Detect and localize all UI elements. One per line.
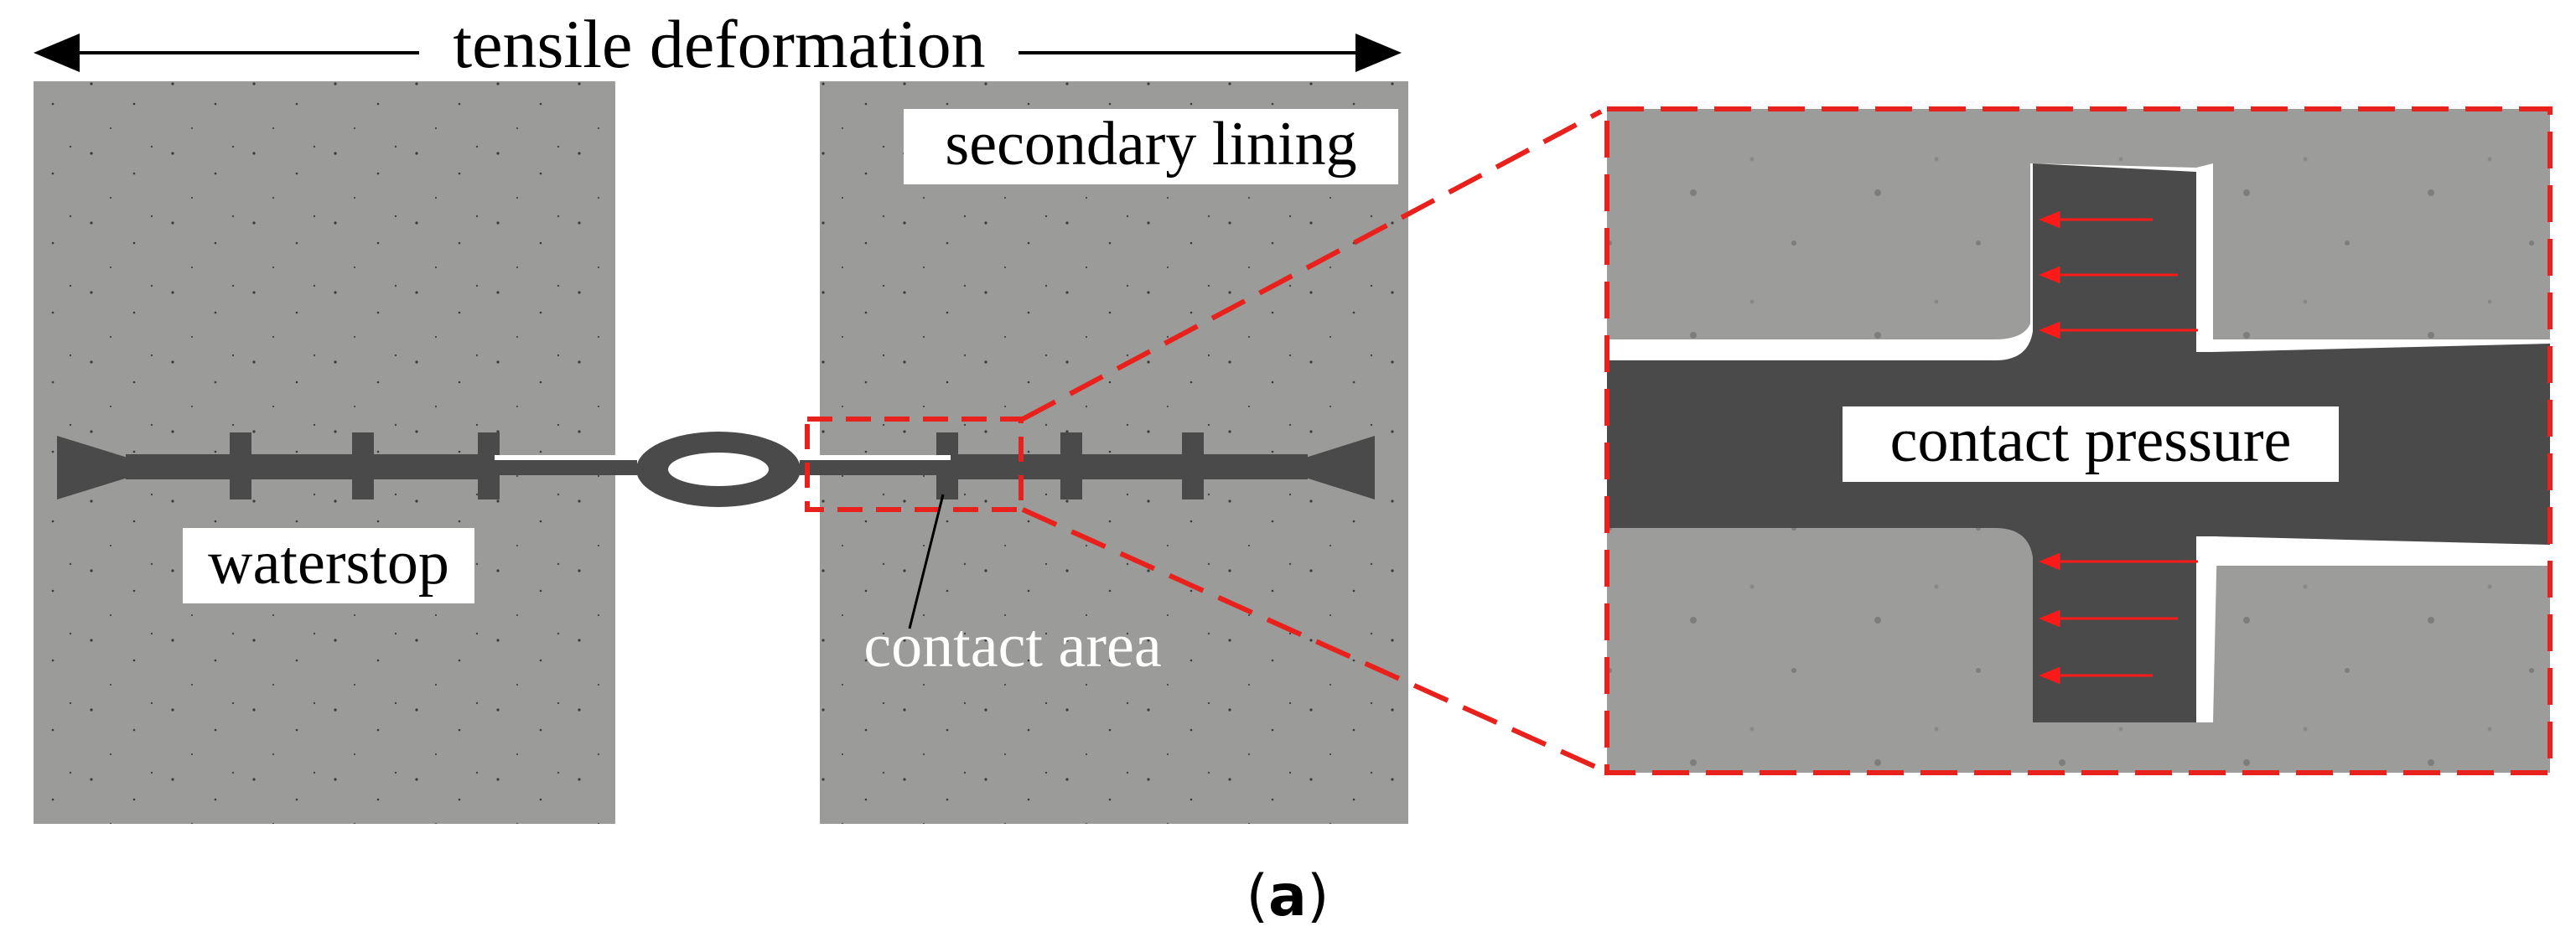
panel-label: (a) [1247, 863, 1329, 929]
tensile-arrow [34, 34, 1402, 72]
waterstop-label-bg [183, 528, 474, 603]
left-lining-block [34, 81, 615, 824]
pressure-arrows-top [2038, 210, 2198, 339]
contact-pressure-label-bg [1843, 406, 2339, 482]
secondary-lining-label-bg [904, 109, 1398, 184]
left-arrow-icon [2038, 321, 2060, 339]
contact-area-label: contact area [863, 612, 1161, 681]
arrow-left-head [34, 34, 80, 72]
left-arrow-icon [2038, 609, 2060, 628]
left-arrow-icon [2038, 666, 2060, 685]
arrow-right-head [1355, 34, 1402, 72]
contact-area-leader [908, 494, 945, 629]
secondary-lining-label: secondary lining [945, 110, 1356, 179]
pressure-arrows-bottom [2038, 552, 2198, 685]
left-arrow-icon [2038, 552, 2060, 571]
waterstop-ring-hole [668, 453, 769, 486]
contact-pressure-label: contact pressure [1890, 406, 2292, 475]
tensile-deformation-label: tensile deformation [453, 6, 985, 82]
contact-region-box [805, 417, 1024, 512]
left-arrow-icon [2038, 210, 2060, 229]
right-lining-block [820, 81, 1408, 824]
waterstop-label: waterstop [208, 529, 449, 598]
left-arrow-icon [2038, 266, 2060, 284]
zoom-line-top [1021, 109, 1603, 422]
